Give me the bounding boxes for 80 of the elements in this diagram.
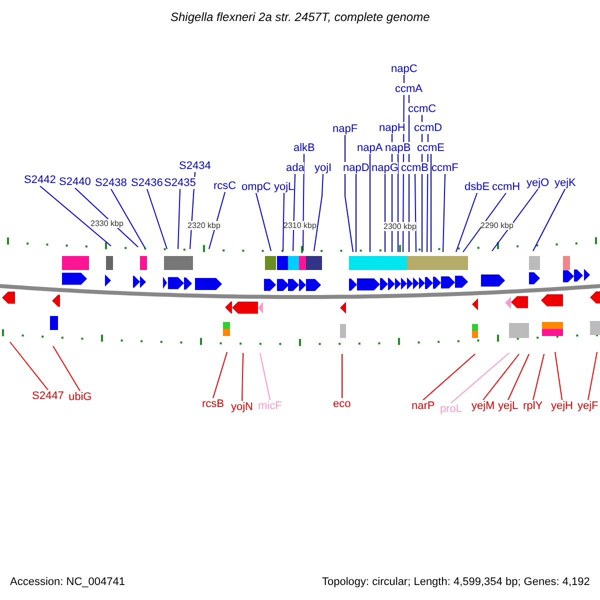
footer-text: Topology: circular; Length: 4,599,354 bp; Genes: 4,192 [322, 575, 590, 589]
gene-label: yejM [472, 400, 495, 412]
leader-line [256, 192, 272, 252]
scale-label: 2330 kbp [90, 219, 124, 228]
leader-line [10, 342, 48, 390]
leader-line [344, 134, 354, 252]
leader-line [40, 186, 112, 246]
gene-label: ompC [242, 181, 271, 193]
gene-label: ccmE [417, 142, 444, 154]
gene-label: ccmD [414, 122, 442, 134]
leader-line [282, 192, 284, 252]
gene-label: narP [412, 400, 435, 412]
leader-line [492, 188, 538, 252]
leader-line [554, 352, 562, 400]
gene-label: napB [385, 142, 411, 154]
gene-label: S2435 [164, 177, 196, 189]
leader-line [242, 352, 244, 402]
leader-line [212, 352, 228, 398]
leader-line [74, 188, 138, 248]
gene-label: yejH [551, 400, 574, 412]
gene-label: ccmH [492, 181, 520, 193]
gene-label: S2440 [59, 176, 91, 188]
gene-label: dsbE [464, 181, 490, 193]
gene-label: yejF [578, 400, 598, 412]
leader-line [384, 174, 386, 252]
leader-line [208, 192, 226, 250]
gene-label: rplY [523, 400, 543, 412]
leader-line [422, 354, 476, 400]
leader-line [532, 188, 566, 252]
gene-label: S2442 [24, 174, 56, 186]
leader-line [430, 154, 432, 252]
leader-line [588, 352, 598, 400]
leader-line [462, 192, 506, 252]
gene-label: yojL [274, 181, 294, 193]
gene-label: rcsC [214, 180, 236, 192]
leader-line [302, 154, 304, 252]
gene-label: napF [332, 123, 358, 135]
gene-label: S2436 [131, 177, 163, 189]
gene-label: ccmB [401, 162, 428, 174]
leader-line [314, 174, 324, 252]
leader-line [414, 174, 416, 252]
gene-label: S2447 [32, 390, 64, 402]
gene-label: ubiG [68, 391, 92, 403]
gene-label: micF [258, 400, 282, 412]
leader-line [178, 188, 180, 250]
gene-label: napD [343, 162, 370, 174]
gene-label: napC [391, 63, 418, 75]
footer-text: Accession: NC_004741 [10, 575, 125, 589]
gene-label: S2434 [179, 160, 211, 172]
gene-label: yejK [554, 177, 576, 189]
leader-line [456, 192, 478, 252]
leader-line [52, 346, 80, 392]
gene-label: napH [379, 122, 406, 134]
leader-line [110, 188, 146, 248]
gene-label: proL [440, 403, 462, 415]
gene-label: yojN [231, 401, 254, 413]
gene-label: napA [357, 142, 383, 154]
gene-label: alkB [294, 142, 315, 154]
gene-label: yejL [498, 400, 518, 412]
gene-label: eco [333, 398, 351, 410]
gene-label: ccmA [395, 83, 422, 95]
leader-line [260, 352, 270, 400]
leader-line [292, 174, 296, 252]
gene-label: yojI [314, 162, 332, 174]
scale-label: 2300 kbp [384, 222, 416, 231]
leader-line [146, 188, 168, 250]
gene-label: yejO [526, 177, 550, 189]
leader-line [482, 354, 520, 400]
scale-label: 2290 kbp [480, 221, 514, 230]
leader-line [450, 352, 510, 404]
leader-line [508, 354, 530, 400]
title: Shigella flexneri 2a str. 2457T, complete genome [170, 10, 430, 24]
scale-label: 2320 kbp [188, 221, 220, 230]
gene-label: S2438 [95, 177, 127, 189]
gene-label: ccmF [432, 162, 458, 174]
leader-line [532, 354, 544, 400]
leader-line [442, 174, 446, 252]
gene-label: napG [372, 162, 398, 174]
gene-label: ccmC [408, 103, 436, 115]
gene-label: rcsB [202, 398, 224, 410]
